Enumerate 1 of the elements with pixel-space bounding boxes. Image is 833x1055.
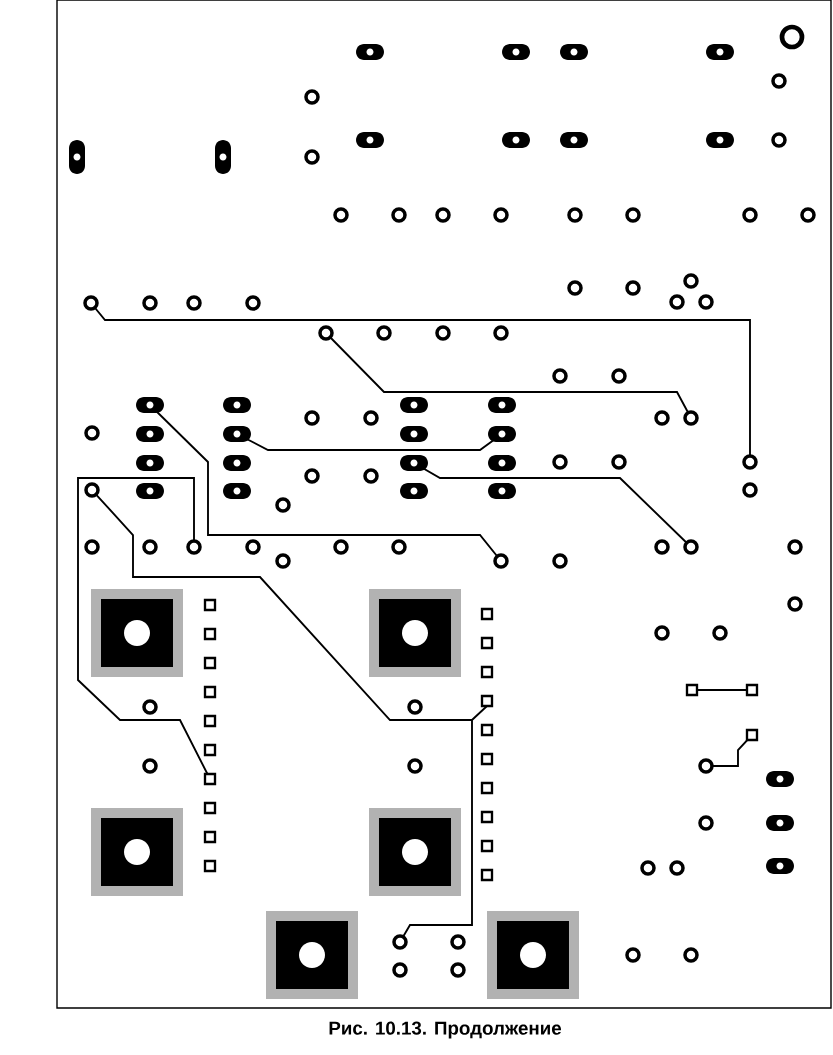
caption: Рис. 10.13. Продолжение <box>329 1021 562 1039</box>
